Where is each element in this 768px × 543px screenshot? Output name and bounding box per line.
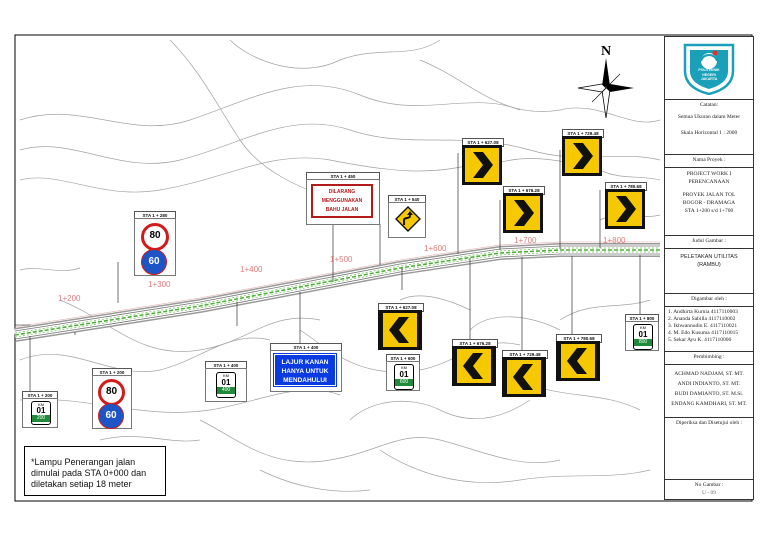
road [13, 241, 660, 342]
project-section: Nama Proyek : PROJECT WORK I PERENCANAAN… [665, 154, 753, 236]
chevron-sign [452, 346, 496, 386]
supervisor-item: BUDI DAMIANTO, ST. M.Si. [674, 391, 744, 397]
speed-sign-panel: 80 60 [92, 375, 132, 429]
km-post-icon: KM 01 600 [394, 364, 414, 390]
approval-section: Diperiksa dan Disetujui oleh : [665, 417, 753, 480]
logo-area: POLITEKNIK NEGERI JAKARTA [665, 37, 753, 99]
km-post-sign: KM 01 200 [22, 398, 58, 428]
station-label: 1+400 [240, 265, 263, 274]
km-post-sign: KM 01 600 [386, 361, 420, 391]
station-label: 1+800 [603, 236, 626, 245]
chevron-sign [562, 136, 602, 176]
station-label: 1+200 [58, 294, 81, 303]
pnj-logo-icon [683, 43, 735, 95]
station-label: 1+500 [330, 255, 353, 264]
chevron-sign [556, 341, 600, 381]
drawing-title-section: Judul Gambar : PELETAKAN UTILITAS (RAMBU… [665, 235, 753, 294]
chevron-sign [605, 189, 645, 229]
author-item: 4. M. Edo Kusuma 4117110015 [668, 330, 739, 336]
km-post-sign: KM 01 800 [625, 321, 659, 351]
chevron-right-icon [565, 139, 599, 173]
speed-limit-80-icon: 80 [141, 223, 169, 251]
north-arrow-icon [577, 58, 634, 119]
station-label: 1+300 [148, 280, 171, 289]
supervisor-item: ACHMAD NADJAM, ST. MT. [674, 371, 744, 377]
lighting-note: *Lampu Penerangan jalan dimulai pada STA… [24, 446, 166, 496]
chevron-sign [502, 357, 546, 397]
station-label: 1+600 [424, 244, 447, 253]
supervisor-item: ENDANG KAMDHARI, ST. MT. [671, 401, 747, 407]
speed-sign-panel: 80 60 [134, 218, 176, 276]
km-post-sign: KM 01 400 [205, 368, 247, 402]
title-block: POLITEKNIK NEGERI JAKARTA Catatan: Semua… [664, 36, 754, 500]
chevron-sign [503, 193, 543, 233]
chevron-left-icon [507, 360, 541, 394]
station-label: 1+700 [514, 236, 537, 245]
notes-section: Catatan: Semua Ukuran dalam Meter Skala … [665, 99, 753, 155]
drawn-by-section: Digambar oleh : 1. Andhirta Kurnia 41171… [665, 293, 753, 352]
km-post-icon: KM 01 800 [633, 324, 653, 350]
overtaking-lane-sign: LAJUR KANAN HANYA UNTUK MENDAHULUI [270, 350, 342, 392]
chevron-left-icon [457, 349, 491, 383]
km-post-icon: KM 01 400 [216, 372, 236, 398]
chevron-sign [462, 145, 502, 185]
curve-right-icon [395, 206, 421, 232]
km-post-icon: KM 01 200 [31, 401, 51, 425]
author-item: 3. Ikhwannudin E. 4117110021 [668, 323, 738, 329]
author-item: 2. Ananda Sabilla 4117110002 [668, 316, 736, 322]
no-shoulder-sign: DILARANG MENGGUNAKAN BAHU JALAN [306, 179, 380, 225]
north-label: N [601, 44, 612, 59]
min-speed-60-icon: 60 [141, 249, 167, 275]
speed-limit-80-icon: 80 [98, 379, 125, 406]
chevron-left-icon [383, 313, 417, 347]
chevron-right-icon [465, 148, 499, 182]
chevron-sign [378, 310, 422, 350]
min-speed-60-icon: 60 [98, 403, 124, 429]
supervisor-section: Pembimbing : ACHMAD NADJAM, ST. MT. ANDI… [665, 351, 753, 418]
drawing-number-section: No Gambar : U - 09 [665, 479, 753, 500]
supervisor-item: ANDI INDIANTO, ST. MT. [677, 381, 741, 387]
chevron-right-icon [608, 192, 642, 226]
author-item: 1. Andhirta Kurnia 4117110003 [668, 309, 738, 315]
chevron-right-icon [506, 196, 540, 230]
curve-warning-sign [388, 202, 426, 238]
author-item: 5. Sekar Ayu K. 4117110006 [668, 337, 732, 343]
chevron-left-icon [561, 344, 595, 378]
